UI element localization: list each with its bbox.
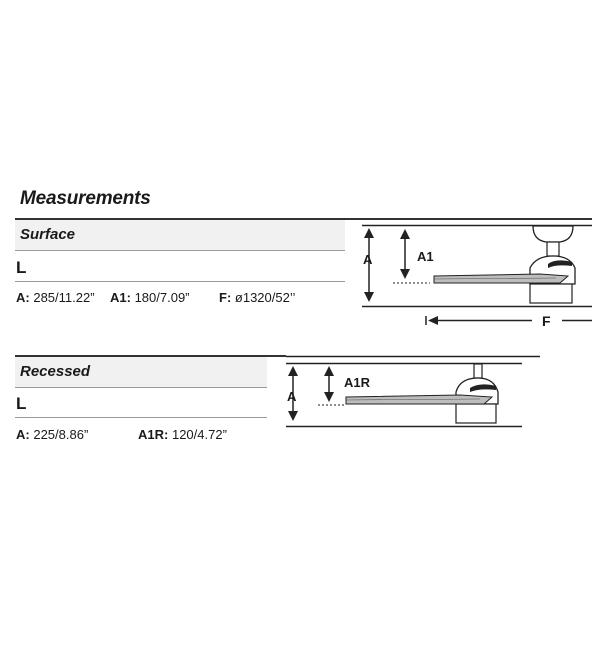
- spec-value: 285/11.22”: [33, 290, 95, 305]
- surface-height-arrow: [364, 228, 374, 302]
- recessed-left-rule: [15, 355, 286, 357]
- spec-key: F:: [219, 290, 232, 305]
- recessed-divider-2: [15, 417, 267, 418]
- surface-canopy: [532, 225, 574, 243]
- surface-spec-f: F: ø1320/52’’: [219, 290, 295, 305]
- surface-divider: [15, 250, 345, 251]
- spec-value: 180/7.09”: [134, 290, 190, 305]
- spec-key: A1R:: [138, 427, 169, 442]
- surface-label: Surface: [20, 226, 76, 243]
- surface-span-label: F: [542, 313, 551, 329]
- surface-spec-a: A: 285/11.22”: [16, 290, 95, 305]
- recessed-header-band: [15, 357, 267, 387]
- surface-size: L: [16, 258, 27, 277]
- surface-height-label: A: [363, 252, 373, 267]
- recessed-downrod: [473, 363, 483, 379]
- recessed-spec-a1r: A1R: 120/4.72”: [138, 427, 227, 442]
- spec-key: A:: [16, 427, 30, 442]
- recessed-height-arrow: [288, 366, 298, 421]
- surface-top-rule: [15, 218, 592, 220]
- recessed-light-kit: [455, 403, 497, 424]
- spec-value: 120/4.72”: [171, 427, 227, 442]
- spec-value: 225/8.86”: [33, 427, 89, 442]
- recessed-divider: [15, 387, 267, 388]
- recessed-spec-a: A: 225/8.86”: [16, 427, 88, 442]
- surface-drop-arrow: [400, 229, 410, 279]
- surface-span-arrow: [428, 316, 592, 325]
- recessed-motor-band: [470, 384, 496, 392]
- recessed-drop-arrow: [324, 366, 334, 402]
- recessed-size: L: [16, 394, 27, 413]
- surface-header-band: [15, 220, 345, 250]
- spec-key: A1:: [110, 290, 131, 305]
- recessed-drop-label: A1R: [344, 375, 371, 390]
- page-title: Measurements: [20, 188, 151, 209]
- surface-spec-a1: A1: 180/7.09”: [110, 290, 190, 305]
- surface-light-kit: [529, 283, 573, 304]
- recessed-label: Recessed: [20, 363, 91, 380]
- surface-downrod: [546, 241, 560, 257]
- spec-key: A:: [16, 290, 30, 305]
- recessed-height-label: A: [287, 389, 297, 404]
- surface-motor-band: [548, 260, 572, 268]
- spec-value: ø1320/52’’: [234, 290, 296, 305]
- surface-drop-label: A1: [417, 249, 434, 264]
- surface-divider-2: [15, 281, 345, 282]
